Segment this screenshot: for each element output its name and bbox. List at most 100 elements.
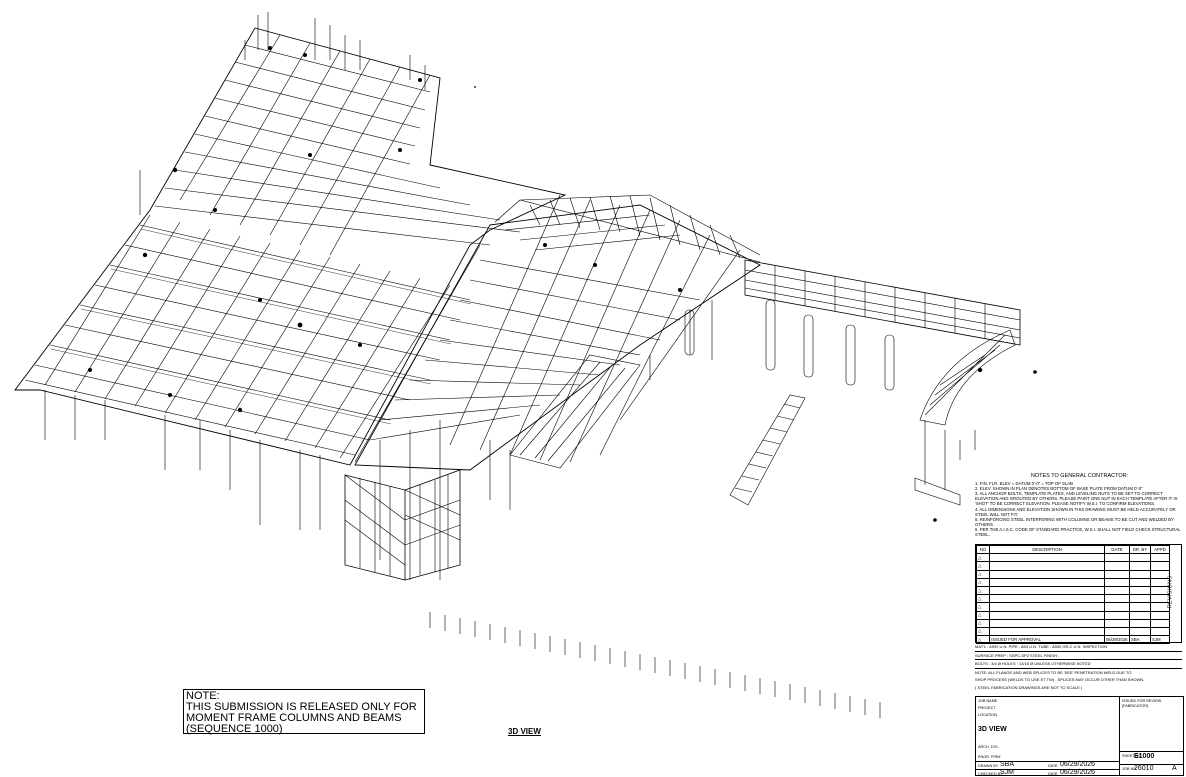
revision-cell [989,602,1105,612]
spec-row: ( STEEL FABRICATION DRAWINGS ARE NOT TO … [975,684,1083,690]
revision-cell [989,577,1105,587]
spec-row: BOLTS : 3/4 Ø HOLES : 13/16 Ø UNLESS OTH… [975,660,1182,669]
revision-cell: △ [976,561,990,571]
revision-cell [1129,610,1151,620]
release-note-line: THIS SUBMISSION IS RELEASED ONLY FOR [186,701,417,713]
job-no-value: 26010 [1134,765,1154,772]
rev-header-approved: APPD [1150,544,1170,555]
general-notes-heading: NOTES TO GENERAL CONTRACTOR: [1030,473,1129,479]
revision-cell [1104,569,1130,579]
job-no-label: JOB NO. [1122,767,1138,771]
revision-cell [989,594,1105,604]
revision-cell [1150,626,1170,637]
revision-cell [989,618,1105,628]
revision-row: △ [976,577,1170,587]
revision-cell [989,585,1105,596]
title-block-left: JOB NAME PROJECT LOCATION 3D VIEW ARCH. … [976,697,1120,776]
revision-row: △ [976,618,1170,628]
drawn-by-value: SBA [1000,761,1015,768]
revisions-label: REVISIONS [1167,575,1174,609]
general-note-item: 6. PER THE A.I.S.C. CODE OF STANDARD PRA… [975,526,1181,538]
revision-cell [1129,602,1151,612]
engr-label: ENGR. FIRM [978,755,1001,759]
revision-cell [1129,585,1151,596]
revisions-side-label: REVISIONS [1167,545,1181,642]
issued-line: ISSUED FOR REVIEW [1122,699,1162,703]
general-notes: NOTES TO GENERAL CONTRACTOR: 1. FIN. FLR… [975,473,1184,538]
revision-row: △ [976,602,1170,612]
revision-cell [989,561,1105,571]
revision-cell [1129,561,1151,571]
material-spec-block: MAT'L : A992 U.N. PIPE : A53 U.N. TUBE :… [975,643,1182,692]
revision-cell [1129,553,1151,563]
spec-row: SHOP PROCESS (WELDS TO USE ET TW) . SPLI… [975,677,1145,683]
revision-cell [989,569,1105,579]
rev-header-date: DATE [1104,544,1130,555]
general-note-item: 3. ALL ANCHOR BOLTS, TEMPLATE PLATES, AN… [975,491,1178,507]
release-note-line: (SEQUENCE 1000) [186,723,283,735]
rev-header-drawn-by: DR. BY [1129,544,1151,555]
revision-row: △ [976,610,1170,620]
revision-cell: △ [976,594,990,604]
revision-cell [1129,577,1151,587]
title-block: JOB NAME PROJECT LOCATION 3D VIEW ARCH. … [975,696,1184,776]
revision-cell [1104,561,1130,571]
checked-by-label: CHECKED BY [978,772,1003,776]
revision-cell [1129,569,1151,579]
spec-row: MAT'L : A992 U.N. PIPE : A53 U.N. TUBE :… [975,643,1182,652]
issued-line: [FABRICATOR] [1122,704,1149,708]
revision-cell [1129,618,1151,628]
release-note-line: MOMENT FRAME COLUMNS AND BEAMS [186,712,402,724]
title-block-right: ISSUED FOR REVIEW [FABRICATOR] SHEET NO.… [1120,697,1183,775]
general-note-item: 4. ALL DIMENSIONS AND ELEVATION SHOWN IN… [975,506,1176,517]
revision-cell [1129,594,1151,604]
view-title: 3D VIEW [508,727,541,736]
revision-cell: △ [976,577,990,587]
project-label: PROJECT [978,706,996,710]
sheet-no-label: SHEET NO. [1122,754,1143,758]
revision-cell [1104,594,1130,604]
revision-row: △ [976,569,1170,579]
revision-cell [1104,618,1130,628]
revision-cell [1150,553,1170,563]
date-label: DATE [1048,772,1058,776]
release-note-box: NOTE: THIS SUBMISSION IS RELEASED ONLY F… [183,689,425,735]
revision-cell: △ [976,626,990,637]
revision-letter: A [1172,765,1177,772]
location-label: LOCATION [978,713,998,717]
revision-row: △ [976,626,1170,637]
revision-cell [1104,585,1130,596]
revision-cell: △ [976,553,990,563]
revision-cell: △ [976,569,990,579]
revision-row: △ [976,594,1170,604]
revision-cell [1104,602,1130,612]
revision-cell [1104,553,1130,563]
spec-row: NOTE: ALL FLANGE AND WEB SPLICES TO BE '… [975,669,1132,675]
arch-label: ARCH. DYL. [978,745,1000,749]
drawn-by-label: DRAWN BY [978,764,999,768]
revision-cell [1129,626,1151,637]
revision-cell [1104,577,1130,587]
revision-cell [989,610,1105,620]
rev-header-description: DESCRIPTION [989,544,1105,555]
revision-cell [989,626,1105,637]
revision-cell [989,553,1105,563]
revisions-block: NO DESCRIPTION DATE DR. BY APPD △△△△△△△△… [975,544,1182,645]
revision-row: △ [976,585,1170,596]
date-label: DATE [1048,764,1058,768]
general-note-item: 5. REINFORCING STEEL INTERFERING WITH CO… [975,516,1174,527]
revision-cell [1150,618,1170,628]
revision-cell [1104,610,1130,620]
revision-row: △ [976,561,1170,571]
general-note-item: 2. ELEV. SHOWN IN PLAN DENOTES BOTTOM OF… [975,486,1143,492]
revision-cell: △ [976,602,990,612]
drawn-date-value: 06/29/2026 [1060,761,1096,768]
revision-cell: △ [976,585,990,596]
general-note-item: 1. FIN. FLR. ELEV = DATUM 0'-0" = TOP OF… [975,481,1074,487]
revision-cell [1150,610,1170,620]
revisions-table: NO DESCRIPTION DATE DR. BY APPD △△△△△△△△… [976,544,1170,645]
revision-cell [1150,561,1170,571]
spec-row: SURFACE PREP : SSPC-SP2 STEEL FINISH : [975,652,1182,661]
